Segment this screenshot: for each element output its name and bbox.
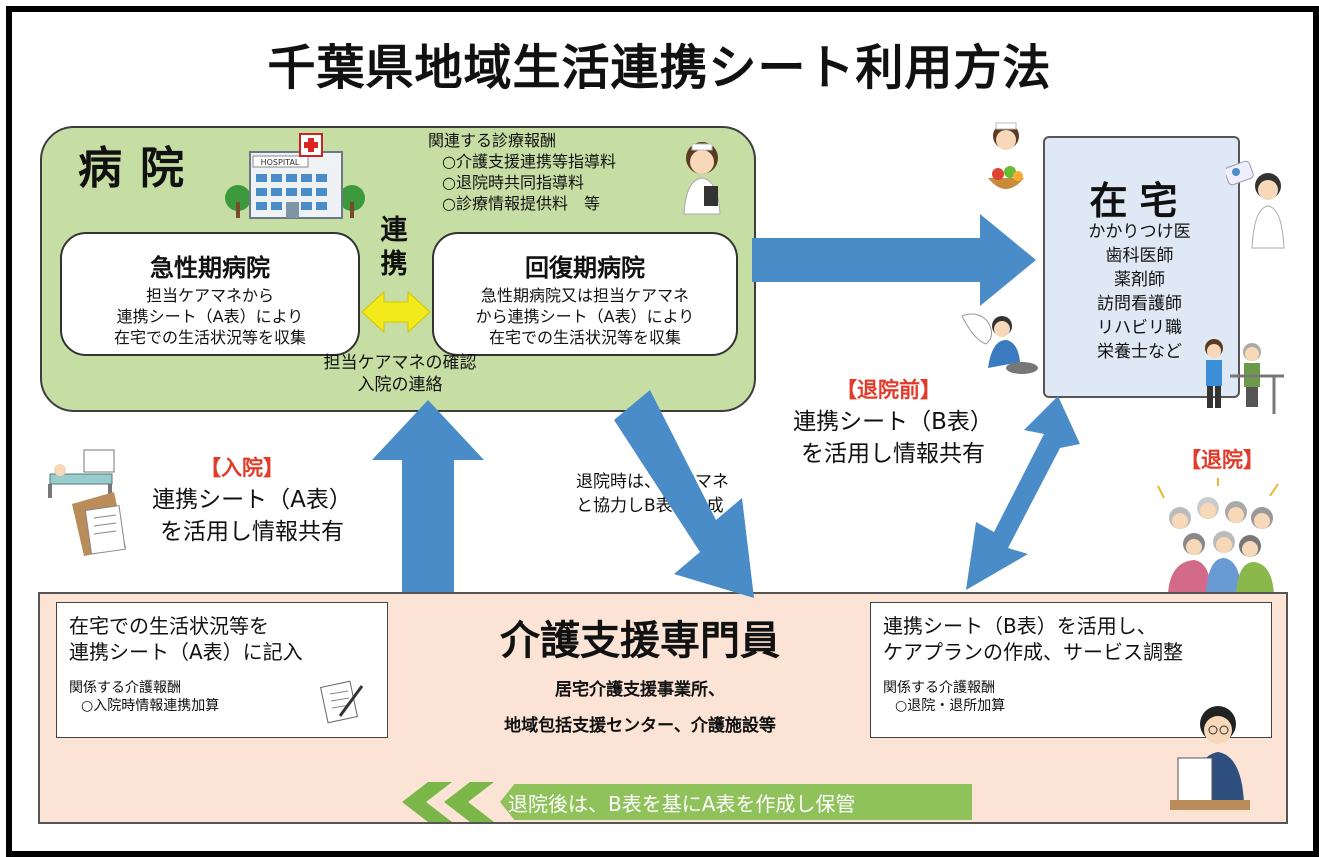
dentist-icon	[958, 310, 1042, 380]
care-right-fee-line: ○退院・退所加算	[895, 698, 1006, 714]
therapist-icon	[1194, 336, 1284, 416]
hospital-caption: 担当ケアマネの確認 入院の連絡	[250, 352, 550, 396]
renkei-char: 携	[380, 249, 408, 280]
banner-chevron-tip	[494, 782, 516, 822]
hospital-to-care-arrow	[614, 390, 754, 598]
bed-patient-icon	[44, 448, 136, 558]
renkei-label: 連 携	[376, 214, 412, 282]
care-manager-person-icon	[1168, 700, 1252, 812]
info-banner-text: 退院後は、B表を基にA表を作成し保管	[508, 792, 856, 816]
info-banner	[494, 784, 972, 820]
acute-hospital-title: 急性期病院	[150, 254, 270, 282]
fee-line: ○診療情報提供料 等	[442, 194, 600, 213]
hospital-to-home-arrow	[752, 214, 1036, 306]
care-sub-line: 地域包括支援センター、介護施設等	[504, 716, 776, 736]
before-discharge-tag: 【退院前】	[836, 378, 941, 402]
fee-line: 関連する診療報酬	[428, 131, 557, 150]
care-right-head-line: 連携シート（B表）を活用し、	[883, 614, 1157, 638]
chevron-left-icon	[402, 782, 452, 822]
discharge-tag: 【退院】	[1180, 448, 1264, 472]
staff-item: リハビリ職	[1097, 318, 1182, 338]
chevron-left-icon	[444, 782, 494, 822]
home-care-bidirectional-arrow	[966, 396, 1080, 590]
pharmacist-icon	[1224, 150, 1288, 250]
staff-item: 訪問看護師	[1097, 294, 1182, 314]
acute-line: 連携シート（A表）により	[116, 307, 304, 326]
staff-item: 薬剤師	[1114, 270, 1165, 290]
care-manager-title: 介護支援専門員	[500, 618, 780, 664]
care-manager-subtitle: 居宅介護支援事業所、 地域包括支援センター、介護施設等	[420, 672, 860, 744]
hospital-sign: HOSPITAL	[261, 158, 300, 167]
medical-fee-list: 関連する診療報酬 ○介護支援連携等指導料 ○退院時共同指導料 ○診療情報提供料 …	[428, 130, 616, 214]
recovery-hospital-title: 回復期病院	[525, 254, 645, 282]
home-region	[1043, 136, 1240, 398]
fee-line: ○介護支援連携等指導料	[442, 152, 616, 171]
staff-item: 栄養士など	[1097, 342, 1182, 362]
document-pen-icon	[318, 676, 366, 724]
home-title: 在宅	[1089, 179, 1190, 223]
caption-line: 担当ケアマネの確認	[323, 353, 477, 373]
admission-line: 連携シート（A表）	[152, 487, 352, 513]
before-discharge-line: 連携シート（B表）	[793, 409, 993, 435]
care-left-head-line: 在宅での生活状況等を	[69, 614, 269, 638]
staff-item: かかりつけ医	[1088, 222, 1191, 242]
care-left-box: 在宅での生活状況等を 連携シート（A表）に記入 関係する介護報酬 ○入院時情報連…	[56, 602, 388, 738]
acute-line: 在宅での生活状況等を収集	[113, 328, 306, 347]
acute-line: 担当ケアマネから	[145, 286, 274, 305]
nutritionist-icon	[978, 118, 1034, 202]
renkei-char: 連	[380, 215, 408, 246]
caption-line: 入院の連絡	[357, 375, 443, 395]
admission-text: 連携シート（A表） を活用し情報共有	[132, 484, 372, 548]
celebrating-people-icon	[1150, 478, 1286, 594]
care-to-hospital-arrow	[372, 400, 484, 592]
recovery-line: 在宅での生活状況等を収集	[488, 328, 681, 347]
staff-item: 歯科医師	[1105, 246, 1174, 266]
fee-line: ○退院時共同指導料	[442, 173, 584, 192]
care-right-head-line: ケアプランの作成、サービス調整	[883, 640, 1183, 664]
hospital-title: 病院	[78, 143, 202, 194]
care-right-fee-line: 関係する介護報酬	[883, 680, 995, 696]
page-title: 千葉県地域生活連携シート利用方法	[267, 40, 1052, 96]
care-sub-line: 居宅介護支援事業所、	[555, 680, 725, 700]
home-staff-list: かかりつけ医 歯科医師 薬剤師 訪問看護師 リハビリ職 栄養士など	[1043, 220, 1236, 364]
care-left-fee-line: 関係する介護報酬	[69, 680, 181, 696]
acute-hospital-box: 急性期病院 担当ケアマネから 連携シート（A表）により 在宅での生活状況等を収集	[60, 232, 360, 356]
before-discharge-line: を活用し情報共有	[801, 441, 985, 467]
care-right-box: 連携シート（B表）を活用し、 ケアプランの作成、サービス調整 関係する介護報酬 …	[870, 602, 1272, 738]
before-discharge-text: 連携シート（B表） を活用し情報共有	[768, 406, 1018, 470]
recovery-hospital-box: 回復期病院 急性期病院又は担当ケアマネ から連携シート（A表）により 在宅での生…	[432, 232, 738, 356]
care-left-fee-line: ○入院時情報連携加算	[81, 698, 220, 714]
recovery-line: から連携シート（A表）により	[475, 307, 695, 326]
outer-frame	[6, 6, 1319, 857]
care-left-head-line: 連携シート（A表）に記入	[69, 640, 303, 664]
recovery-line: 急性期病院又は担当ケアマネ	[480, 286, 689, 305]
hospital-building-icon: HOSPITAL	[220, 130, 370, 220]
nurse-icon	[672, 136, 732, 216]
admission-line: を活用し情報共有	[160, 519, 344, 545]
yellow-double-arrow	[361, 290, 431, 334]
admission-tag: 【入院】	[200, 456, 284, 480]
